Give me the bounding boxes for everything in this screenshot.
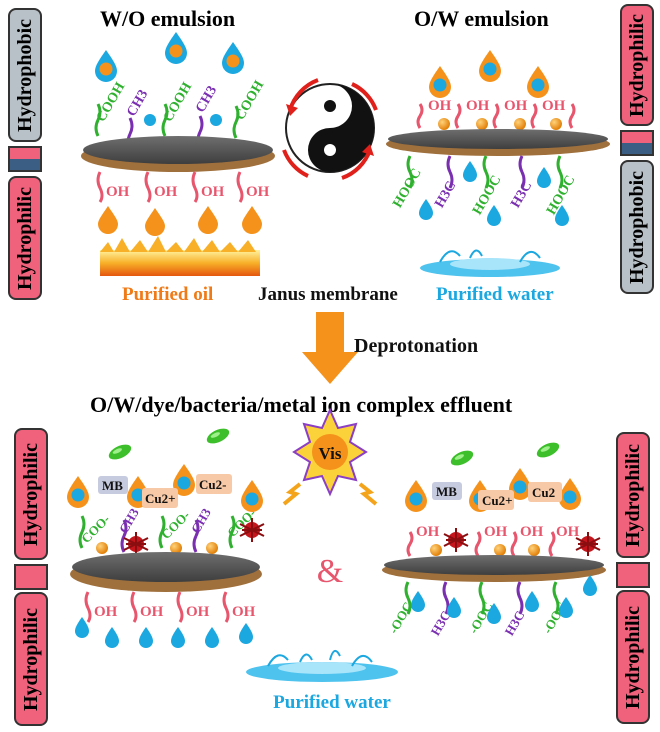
janus-membrane-bottom-left [70, 552, 262, 592]
oh-label: OH [140, 604, 164, 620]
water-droplets-top-right [429, 50, 549, 98]
oil-droplets-top-left [95, 32, 244, 82]
oh-labels-top-right: OH OH OH OH [428, 98, 566, 114]
left-top-divider [8, 146, 42, 172]
ligands-below-top-right [406, 155, 564, 189]
water-splash-top [420, 249, 560, 277]
mb-label: MB [436, 484, 457, 499]
oh-label: OH [94, 604, 118, 620]
fire-illustration [100, 236, 260, 276]
purified-water-top-label: Purified water [436, 284, 554, 305]
ow-emulsion-panel: OH OH OH OH HOOC H3C HOOC H3C HOOC [386, 50, 610, 277]
top-captions: Purified oil Janus membrane Purified wat… [122, 284, 554, 305]
oh-labels-bottom-left: OH OH OH OH [94, 604, 256, 620]
ch3-label-1: CH3 [124, 87, 151, 119]
h3c-label-1: H3C [432, 179, 459, 211]
mb-label: MB [102, 478, 123, 493]
ion-labels-bottom-left: MB Cu2+ Cu2- [102, 477, 226, 506]
oh-label: OH [428, 98, 452, 114]
complex-effluent-title: O/W/dye/bacteria/metal ion complex efflu… [90, 392, 513, 417]
bottom-left-panel: MB Cu2+ Cu2- COO- CH3 COO- CH3 COO- [67, 425, 265, 648]
left-hydrophobic-label: Hydrophobic [8, 8, 42, 142]
oh-ligands-bottom-right [406, 531, 556, 557]
cu-ion-label: Cu2- [199, 477, 226, 492]
oh-label: OH [201, 184, 225, 200]
left-bottom-hydrophilic-label-1: Hydrophilic [14, 428, 48, 560]
left-hydrophilic-label: Hydrophilic [8, 176, 42, 300]
yin-yang-switch-icon [282, 78, 378, 180]
bottom-right-panel: MB Cu2+ Cu2 OH OH OH OH [382, 439, 606, 638]
ampersand-symbol: & [317, 553, 343, 590]
cooh-label-2: COOH [161, 80, 195, 125]
oh-label: OH [466, 98, 490, 114]
cu-ion-label: Cu2+ [482, 493, 513, 508]
bottom-left-chem-labels: COO- CH3 COO- CH3 COO- [78, 505, 259, 546]
top-right-chem-labels: HOOC H3C HOOC H3C HOOC [390, 166, 578, 218]
left-bottom-divider [14, 564, 48, 590]
janus-membrane-label: Janus membrane [258, 284, 398, 305]
cu-ion-label: Cu2+ [145, 491, 176, 506]
oh-label: OH [556, 524, 580, 540]
oh-label: OH [542, 98, 566, 114]
oh-label: OH [416, 524, 440, 540]
janus-membrane-bottom-right [382, 555, 606, 582]
oh-labels-top-left: OH OH OH OH [106, 184, 270, 200]
wo-emulsion-panel: COOH CH3 COOH CH3 COOH OH OH OH OH [81, 32, 275, 276]
wo-emulsion-title: W/O emulsion [100, 6, 236, 31]
right-bottom-divider [616, 562, 650, 588]
ch3-label: CH3 [116, 505, 142, 535]
oh-label: OH [106, 184, 130, 200]
h3c-label: H3C [502, 608, 528, 638]
oh-label: OH [246, 184, 270, 200]
oh-label: OH [186, 604, 210, 620]
ligands-top-left [94, 103, 240, 151]
left-bottom-hydrophilic-label-2: Hydrophilic [14, 592, 48, 726]
janus-membrane-top-left [81, 136, 275, 172]
ch3-label-2: CH3 [193, 84, 220, 116]
oh-label: OH [484, 524, 508, 540]
cooh-label-3: COOH [233, 78, 267, 123]
deprotonation-arrow [302, 312, 358, 384]
oh-label: OH [520, 524, 544, 540]
hooc-label-1: HOOC [390, 166, 424, 211]
right-hydrophilic-label: Hydrophilic [620, 4, 654, 126]
oh-ligands-top-right [416, 103, 576, 129]
purified-water-bottom-label: Purified water [273, 692, 391, 713]
oh-label: OH [154, 184, 178, 200]
ch3-label: CH3 [188, 505, 214, 535]
right-top-divider [620, 130, 654, 156]
top-left-chem-labels: COOH CH3 COOH CH3 COOH [94, 78, 267, 124]
right-bottom-hydrophilic-label-2: Hydrophilic [616, 590, 650, 724]
h3c-label-2: H3C [508, 179, 535, 211]
right-bottom-hydrophilic-label-1: Hydrophilic [616, 432, 650, 558]
ligands-bottom-left [78, 515, 236, 553]
cu-ion-label: Cu2 [532, 485, 555, 500]
orange-spheres-top-right [438, 118, 562, 130]
right-hydrophobic-label: Hydrophobic [620, 160, 654, 294]
deprotonation-label: Deprotonation [354, 335, 478, 357]
oh-label: OH [232, 604, 256, 620]
hooc-label-2: HOOC [470, 173, 504, 218]
ion-labels-bottom-right: MB Cu2+ Cu2 [436, 484, 555, 508]
visible-light-sun-icon: Vis [282, 407, 378, 506]
vis-label: Vis [319, 444, 342, 463]
ligands-below-bottom-right [404, 581, 560, 615]
oh-labels-bottom-right: OH OH OH OH [416, 524, 580, 540]
cooh-label-1: COOH [94, 80, 128, 125]
purified-oil-label: Purified oil [122, 284, 213, 305]
water-splash-bottom [246, 649, 398, 682]
janus-membrane-top-right [386, 129, 610, 156]
orange-droplets-top-left [98, 206, 262, 236]
oh-label: OH [504, 98, 528, 114]
oh-ligands-top-left [96, 171, 244, 203]
ow-emulsion-title: O/W emulsion [414, 6, 549, 31]
oh-ligands-bottom-left [84, 591, 230, 623]
